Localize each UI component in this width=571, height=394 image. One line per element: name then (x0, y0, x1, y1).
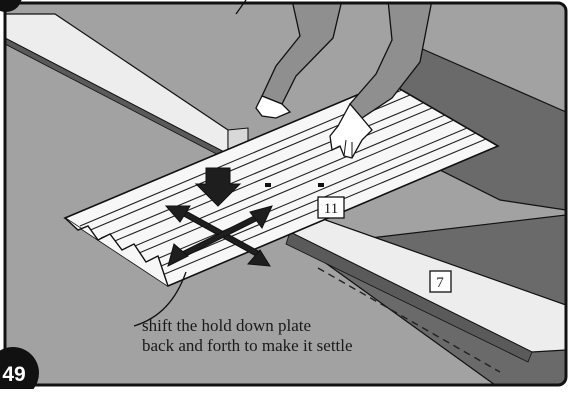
plate-mark (265, 183, 271, 187)
part-label-text: 7 (436, 275, 444, 291)
plate-mark (318, 183, 324, 187)
callout-line-1: shift the hold down plate (142, 316, 311, 335)
part-label-7: 7 (430, 271, 451, 292)
part-label-text: 11 (324, 201, 338, 217)
callout-line-2: back and forth to make it settle (142, 336, 353, 355)
step-number: 49 (2, 363, 25, 386)
part-label-11: 11 (318, 197, 344, 218)
